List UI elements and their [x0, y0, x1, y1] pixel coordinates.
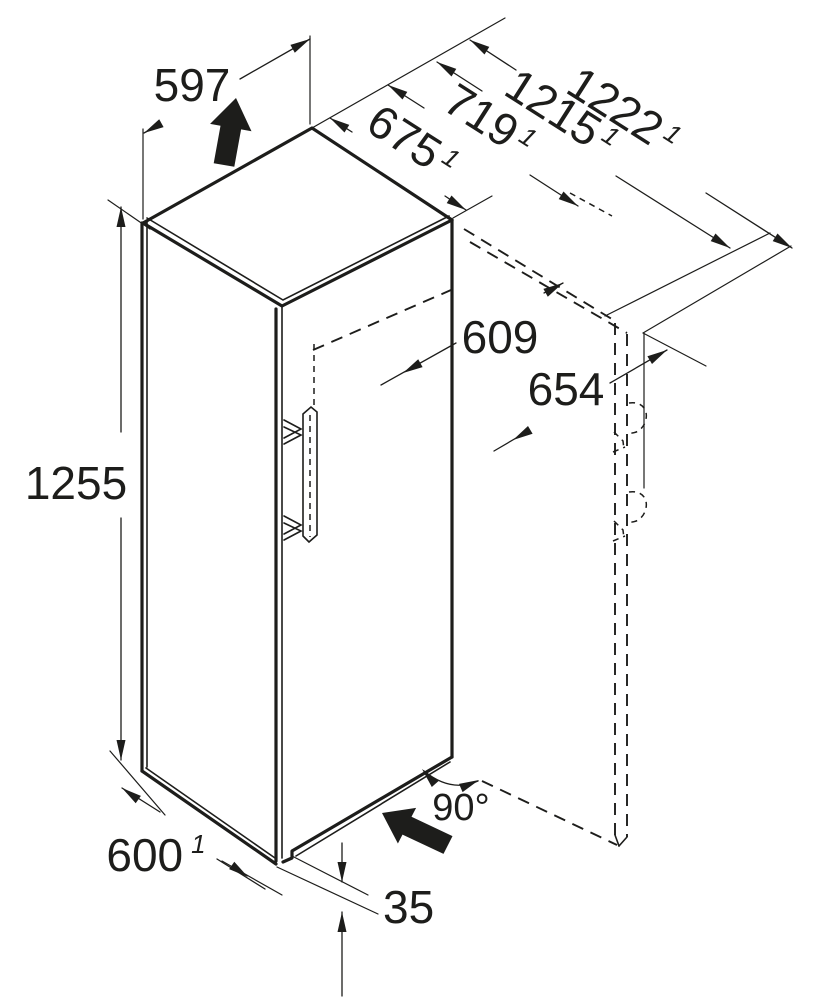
dim-height: 1255 — [25, 206, 127, 761]
open-door-handle-glyphs — [612, 401, 648, 542]
direction-arrow-up-icon — [210, 98, 252, 167]
dim-plinth-height: 35 — [337, 842, 434, 997]
door-handle — [283, 405, 318, 544]
extension-lines — [107, 17, 506, 915]
fridge-body — [140, 126, 454, 866]
wall-panel — [604, 232, 792, 489]
dim-door-width-open: 609 — [380, 282, 564, 386]
dim-label-654: 654 — [528, 363, 605, 415]
open-door-dashed-outline — [312, 192, 628, 847]
dim-top-width: 597 — [143, 38, 311, 134]
dim-label-1255: 1255 — [25, 457, 127, 509]
dim-label-35: 35 — [383, 881, 434, 933]
dim-label-90deg: 90° — [432, 787, 489, 829]
dim-label-609: 609 — [462, 311, 539, 363]
dim-label-597: 597 — [154, 59, 231, 111]
door-angle-arc: 90° — [422, 769, 490, 829]
dim-wall-clearance: 654 — [493, 349, 668, 452]
direction-arrow-door-icon — [382, 807, 453, 854]
